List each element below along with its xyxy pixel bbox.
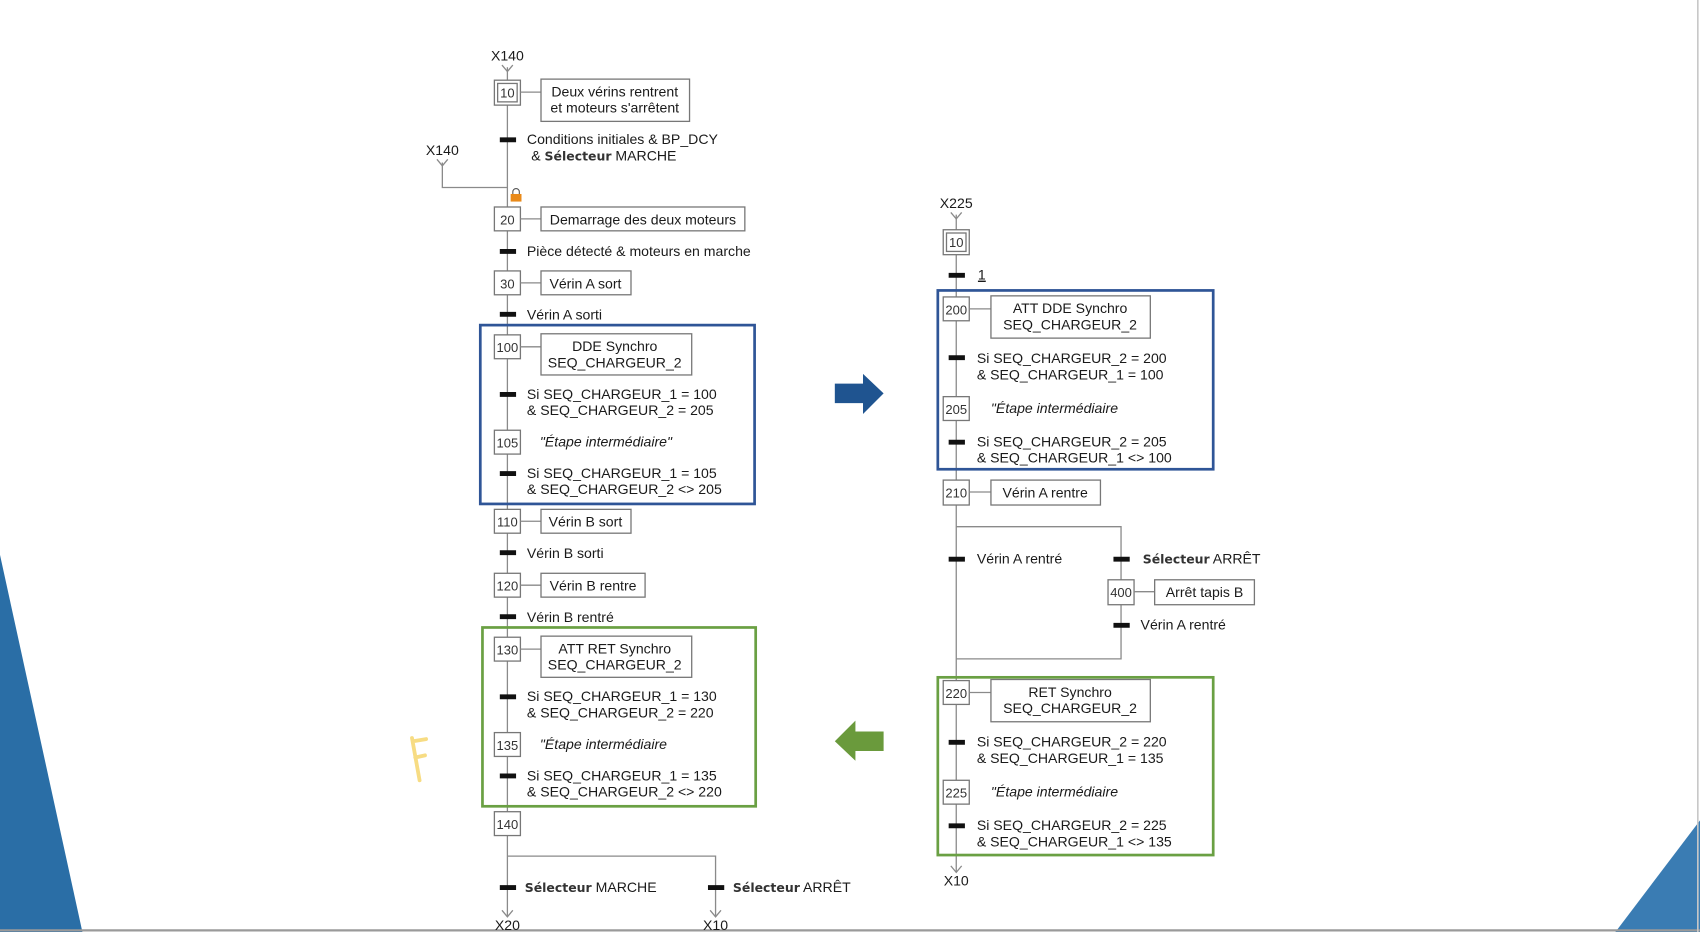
svg-text:Vérin B rentre: Vérin B rentre: [550, 578, 637, 594]
svg-text:"Étape intermédiaire: "Étape intermédiaire: [991, 400, 1118, 416]
svg-text:SEQ_CHARGEUR_2: SEQ_CHARGEUR_2: [1003, 700, 1137, 716]
arrow-left-icon: [834, 720, 884, 761]
svg-text:Si SEQ_CHARGEUR_2 = 200: Si SEQ_CHARGEUR_2 = 200: [977, 350, 1167, 366]
svg-text:& SEQ_CHARGEUR_1 <> 100: & SEQ_CHARGEUR_1 <> 100: [977, 450, 1172, 466]
svg-text:Pièce détecté & moteurs en mar: Pièce détecté & moteurs en marche: [527, 243, 751, 259]
step-130: 130: [497, 643, 519, 658]
svg-text:Si SEQ_CHARGEUR_1 = 130: Si SEQ_CHARGEUR_1 = 130: [527, 688, 717, 704]
step-225: 225: [945, 786, 967, 801]
svg-text:& SEQ_CHARGEUR_1 = 135: & SEQ_CHARGEUR_1 = 135: [977, 750, 1164, 766]
svg-text:& SEQ_CHARGEUR_1 <> 135: & SEQ_CHARGEUR_1 <> 135: [977, 833, 1172, 849]
ref-x140-top: X140: [491, 48, 524, 64]
ref-x10: X10: [703, 917, 728, 932]
svg-text:DDE Synchro: DDE Synchro: [572, 338, 657, 354]
svg-text:Si SEQ_CHARGEUR_2 = 225: Si SEQ_CHARGEUR_2 = 225: [977, 817, 1167, 833]
step-105: 105: [497, 436, 519, 451]
step-200: 200: [945, 302, 967, 317]
ref-x10-right: X10: [944, 872, 969, 888]
step-400: 400: [1110, 585, 1132, 600]
grafcet-right: X225 10 1 200 ATT DDE Synchro SEQ_CHARGE…: [936, 195, 1261, 888]
step-120: 120: [497, 579, 519, 594]
svg-text:Si SEQ_CHARGEUR_1 = 135: Si SEQ_CHARGEUR_1 = 135: [527, 767, 717, 783]
step-110: 110: [497, 515, 518, 530]
svg-text:Vérin A rentré: Vérin A rentré: [977, 551, 1062, 567]
svg-text:SEQ_CHARGEUR_2: SEQ_CHARGEUR_2: [548, 657, 682, 673]
svg-text:Sélecteur ARRÊT: Sélecteur ARRÊT: [1143, 551, 1261, 567]
arrow-right-icon: [834, 373, 884, 414]
svg-text:Vérin A rentre: Vérin A rentre: [1002, 484, 1087, 500]
step-100: 100: [497, 340, 519, 355]
step-205: 205: [945, 402, 967, 417]
svg-text:Vérin A sorti: Vérin A sorti: [527, 307, 602, 323]
grafcet-left: X140 10 Deux vérins rentrent et moteurs …: [426, 48, 851, 932]
svg-text:SEQ_CHARGEUR_2: SEQ_CHARGEUR_2: [1003, 316, 1137, 332]
svg-text:Sélecteur ARRÊT: Sélecteur ARRÊT: [733, 879, 851, 895]
action-box: [540, 78, 691, 123]
ref-x20: X20: [495, 917, 520, 932]
svg-text:& SEQ_CHARGEUR_2 <> 220: & SEQ_CHARGEUR_2 <> 220: [527, 784, 722, 800]
svg-text:RET Synchro: RET Synchro: [1028, 684, 1112, 700]
sync-frame-blue: [478, 323, 756, 506]
transition-label: Conditions initiales & BP_DCY: [527, 131, 719, 147]
sync-frame-green: [481, 626, 758, 808]
svg-text:"Étape intermédiaire: "Étape intermédiaire: [991, 784, 1118, 800]
svg-text:ATT DDE Synchro: ATT DDE Synchro: [1013, 300, 1128, 316]
lock-icon: [510, 188, 522, 202]
ref-x225: X225: [940, 195, 973, 211]
svg-text:et moteurs s'arrêtent: et moteurs s'arrêtent: [550, 100, 679, 116]
step-10: 10: [500, 86, 514, 101]
sync-frame-blue-right: [936, 289, 1215, 471]
step-10-right: 10: [949, 235, 963, 250]
svg-text:1: 1: [978, 267, 986, 283]
svg-text:"Étape intermédiaire: "Étape intermédiaire: [540, 736, 667, 752]
step-140: 140: [497, 817, 519, 832]
slide-corner-right: [1615, 820, 1700, 932]
handwritten-annotation: [410, 736, 428, 783]
step-20: 20: [500, 212, 514, 227]
svg-text:& SEQ_CHARGEUR_2 <> 205: & SEQ_CHARGEUR_2 <> 205: [527, 481, 722, 497]
svg-text:& SEQ_CHARGEUR_2 = 220: & SEQ_CHARGEUR_2 = 220: [527, 704, 714, 720]
svg-text:Deux vérins rentrent: Deux vérins rentrent: [551, 83, 678, 99]
svg-text:Demarrage des deux moteurs: Demarrage des deux moteurs: [550, 211, 736, 227]
svg-text:Vérin B sort: Vérin B sort: [549, 514, 623, 530]
step-135: 135: [497, 738, 519, 753]
svg-text:Si SEQ_CHARGEUR_1 = 105: Si SEQ_CHARGEUR_1 = 105: [527, 465, 717, 481]
sync-frame-green-right: [936, 675, 1215, 857]
svg-text:ATT RET Synchro: ATT RET Synchro: [558, 640, 671, 656]
svg-text:Arrêt tapis B: Arrêt tapis B: [1166, 584, 1243, 600]
svg-text:Si SEQ_CHARGEUR_1 = 100: Si SEQ_CHARGEUR_1 = 100: [527, 386, 717, 402]
slide-corner-left: [0, 554, 83, 932]
svg-text:& SEQ_CHARGEUR_1 = 100: & SEQ_CHARGEUR_1 = 100: [977, 366, 1164, 382]
svg-text:"Étape intermédiaire": "Étape intermédiaire": [540, 433, 673, 449]
svg-text:& Sélecteur MARCHE: & Sélecteur MARCHE: [531, 147, 676, 163]
step-210: 210: [945, 485, 967, 500]
svg-text:Vérin B sorti: Vérin B sorti: [527, 545, 604, 561]
step-220: 220: [945, 686, 967, 701]
ref-x140-loop: X140: [426, 142, 459, 158]
svg-text:Si SEQ_CHARGEUR_2 = 220: Si SEQ_CHARGEUR_2 = 220: [977, 734, 1167, 750]
svg-text:& SEQ_CHARGEUR_2 = 205: & SEQ_CHARGEUR_2 = 205: [527, 402, 714, 418]
svg-text:Si SEQ_CHARGEUR_2 = 205: Si SEQ_CHARGEUR_2 = 205: [977, 433, 1167, 449]
svg-text:SEQ_CHARGEUR_2: SEQ_CHARGEUR_2: [548, 354, 682, 370]
step-30: 30: [500, 276, 514, 291]
svg-text:Vérin A sort: Vérin A sort: [549, 275, 621, 291]
svg-text:Vérin B rentré: Vérin B rentré: [527, 609, 614, 625]
svg-text:Sélecteur MARCHE: Sélecteur MARCHE: [525, 879, 657, 895]
svg-text:Vérin A rentré: Vérin A rentré: [1141, 617, 1226, 633]
